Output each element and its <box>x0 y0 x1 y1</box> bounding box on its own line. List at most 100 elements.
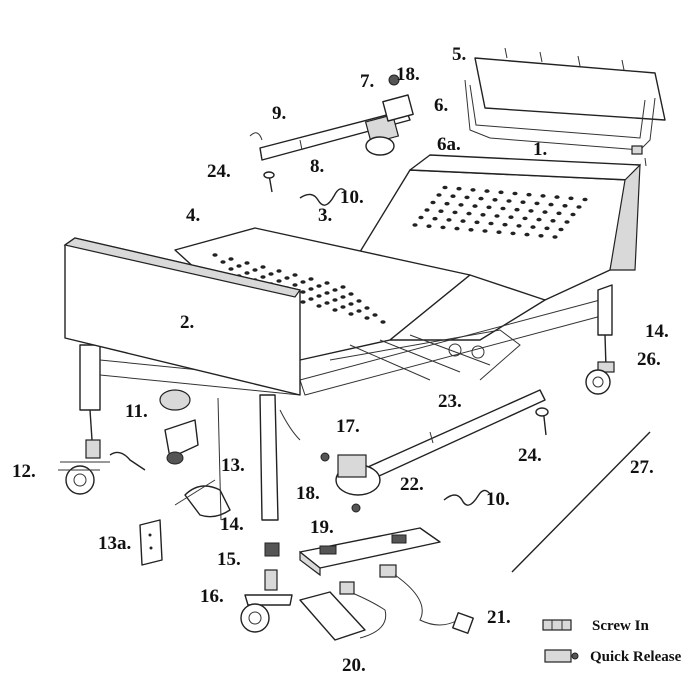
deck-hole <box>464 195 470 200</box>
deck-hole <box>460 219 466 223</box>
deck-hole <box>348 302 354 306</box>
deck-hole <box>332 308 338 312</box>
deck-hole <box>482 229 488 233</box>
deck-hole <box>308 297 314 301</box>
clevis-pin-part <box>263 171 549 436</box>
deck-hole <box>300 280 306 284</box>
caster-wheel-part <box>58 439 146 495</box>
callout-7: 7. <box>360 71 375 92</box>
callout-18-top: 18. <box>396 64 420 85</box>
callout-18-bottom: 18. <box>296 483 320 504</box>
deck-hole <box>412 223 418 227</box>
deck-hole <box>316 284 322 288</box>
deck-hole <box>562 204 568 208</box>
deck-hole <box>260 265 266 269</box>
deck-hole <box>486 205 492 210</box>
callout-5: 5. <box>452 44 467 65</box>
deck-hole <box>472 204 478 208</box>
deck-hole <box>550 219 556 223</box>
callout-16: 16. <box>200 586 224 607</box>
legend-screw-in: Screw In <box>592 618 649 634</box>
head-deck-holes <box>412 185 588 239</box>
deck-hole <box>468 228 474 232</box>
deck-hole <box>236 264 242 268</box>
deck-hole <box>496 230 502 234</box>
deck-hole <box>474 220 480 225</box>
deck-hole <box>308 287 314 291</box>
deck-hole <box>530 225 536 229</box>
deck-hole <box>466 211 472 216</box>
deck-hole <box>340 295 346 299</box>
callout-24-bottom: 24. <box>518 445 542 466</box>
deck-hole <box>582 197 588 202</box>
head-actuator-motor <box>249 74 414 161</box>
rod-part <box>511 431 651 573</box>
deck-hole <box>458 203 464 207</box>
callout-1: 1. <box>533 139 548 160</box>
deck-hole <box>576 205 582 209</box>
deck-hole <box>556 211 562 216</box>
deck-hole <box>364 316 370 320</box>
deck-hole <box>450 194 456 198</box>
deck-hole <box>276 279 282 283</box>
quick-release-icon <box>544 649 579 663</box>
callout-15: 15. <box>217 549 241 570</box>
deck-hole <box>564 220 570 224</box>
deck-hole <box>324 291 330 295</box>
leg-cap-part <box>264 542 280 557</box>
deck-hole <box>244 271 250 275</box>
deck-hole <box>552 235 558 239</box>
deck-hole <box>488 221 494 226</box>
deck-hole <box>292 273 298 277</box>
power-cord-part <box>379 564 474 634</box>
deck-hole <box>340 305 346 309</box>
deck-hole <box>544 226 550 231</box>
deck-hole <box>470 188 476 192</box>
caster-wheel-part <box>585 361 615 395</box>
caster-wheel-part <box>240 569 293 633</box>
deck-hole <box>316 294 322 298</box>
callout-6a: 6a. <box>437 134 461 155</box>
deck-hole <box>430 200 436 205</box>
screw-in-icon <box>542 619 572 631</box>
deck-hole <box>500 206 506 211</box>
deck-hole <box>380 320 386 324</box>
deck-hole <box>324 281 330 285</box>
deck-hole <box>528 209 534 213</box>
callout-10-bottom: 10. <box>486 489 510 510</box>
bed-frame <box>79 284 613 521</box>
deck-hole <box>494 214 500 218</box>
deck-hole <box>568 196 574 201</box>
deck-hole <box>516 224 522 228</box>
callout-12: 12. <box>12 461 36 482</box>
foot-actuator-motor <box>320 389 546 513</box>
control-box-part <box>299 527 441 577</box>
deck-hole <box>348 292 354 296</box>
deck-hole <box>300 300 306 304</box>
deck-hole <box>418 215 424 220</box>
callout-11: 11. <box>125 401 148 422</box>
deck-hole <box>540 194 546 198</box>
deck-hole <box>454 226 460 231</box>
deck-hole <box>244 261 250 265</box>
callout-17: 17. <box>336 416 360 437</box>
deck-hole <box>456 186 462 191</box>
callout-6: 6. <box>434 95 449 116</box>
deck-hole <box>526 192 532 197</box>
callout-27: 27. <box>630 457 654 478</box>
deck-hole <box>220 260 226 264</box>
deck-hole <box>478 196 484 201</box>
deck-hole <box>510 231 516 236</box>
headboard-bracket-part <box>464 47 666 167</box>
deck-hole <box>542 210 548 214</box>
deck-hole <box>452 210 458 215</box>
callout-10-top: 10. <box>340 187 364 208</box>
deck-hole <box>522 216 528 221</box>
deck-hole <box>308 277 314 281</box>
deck-hole <box>340 285 346 289</box>
foot-deck-holes <box>212 253 386 324</box>
deck-hole <box>364 306 370 310</box>
deck-hole <box>292 283 298 287</box>
deck-hole <box>440 225 446 230</box>
